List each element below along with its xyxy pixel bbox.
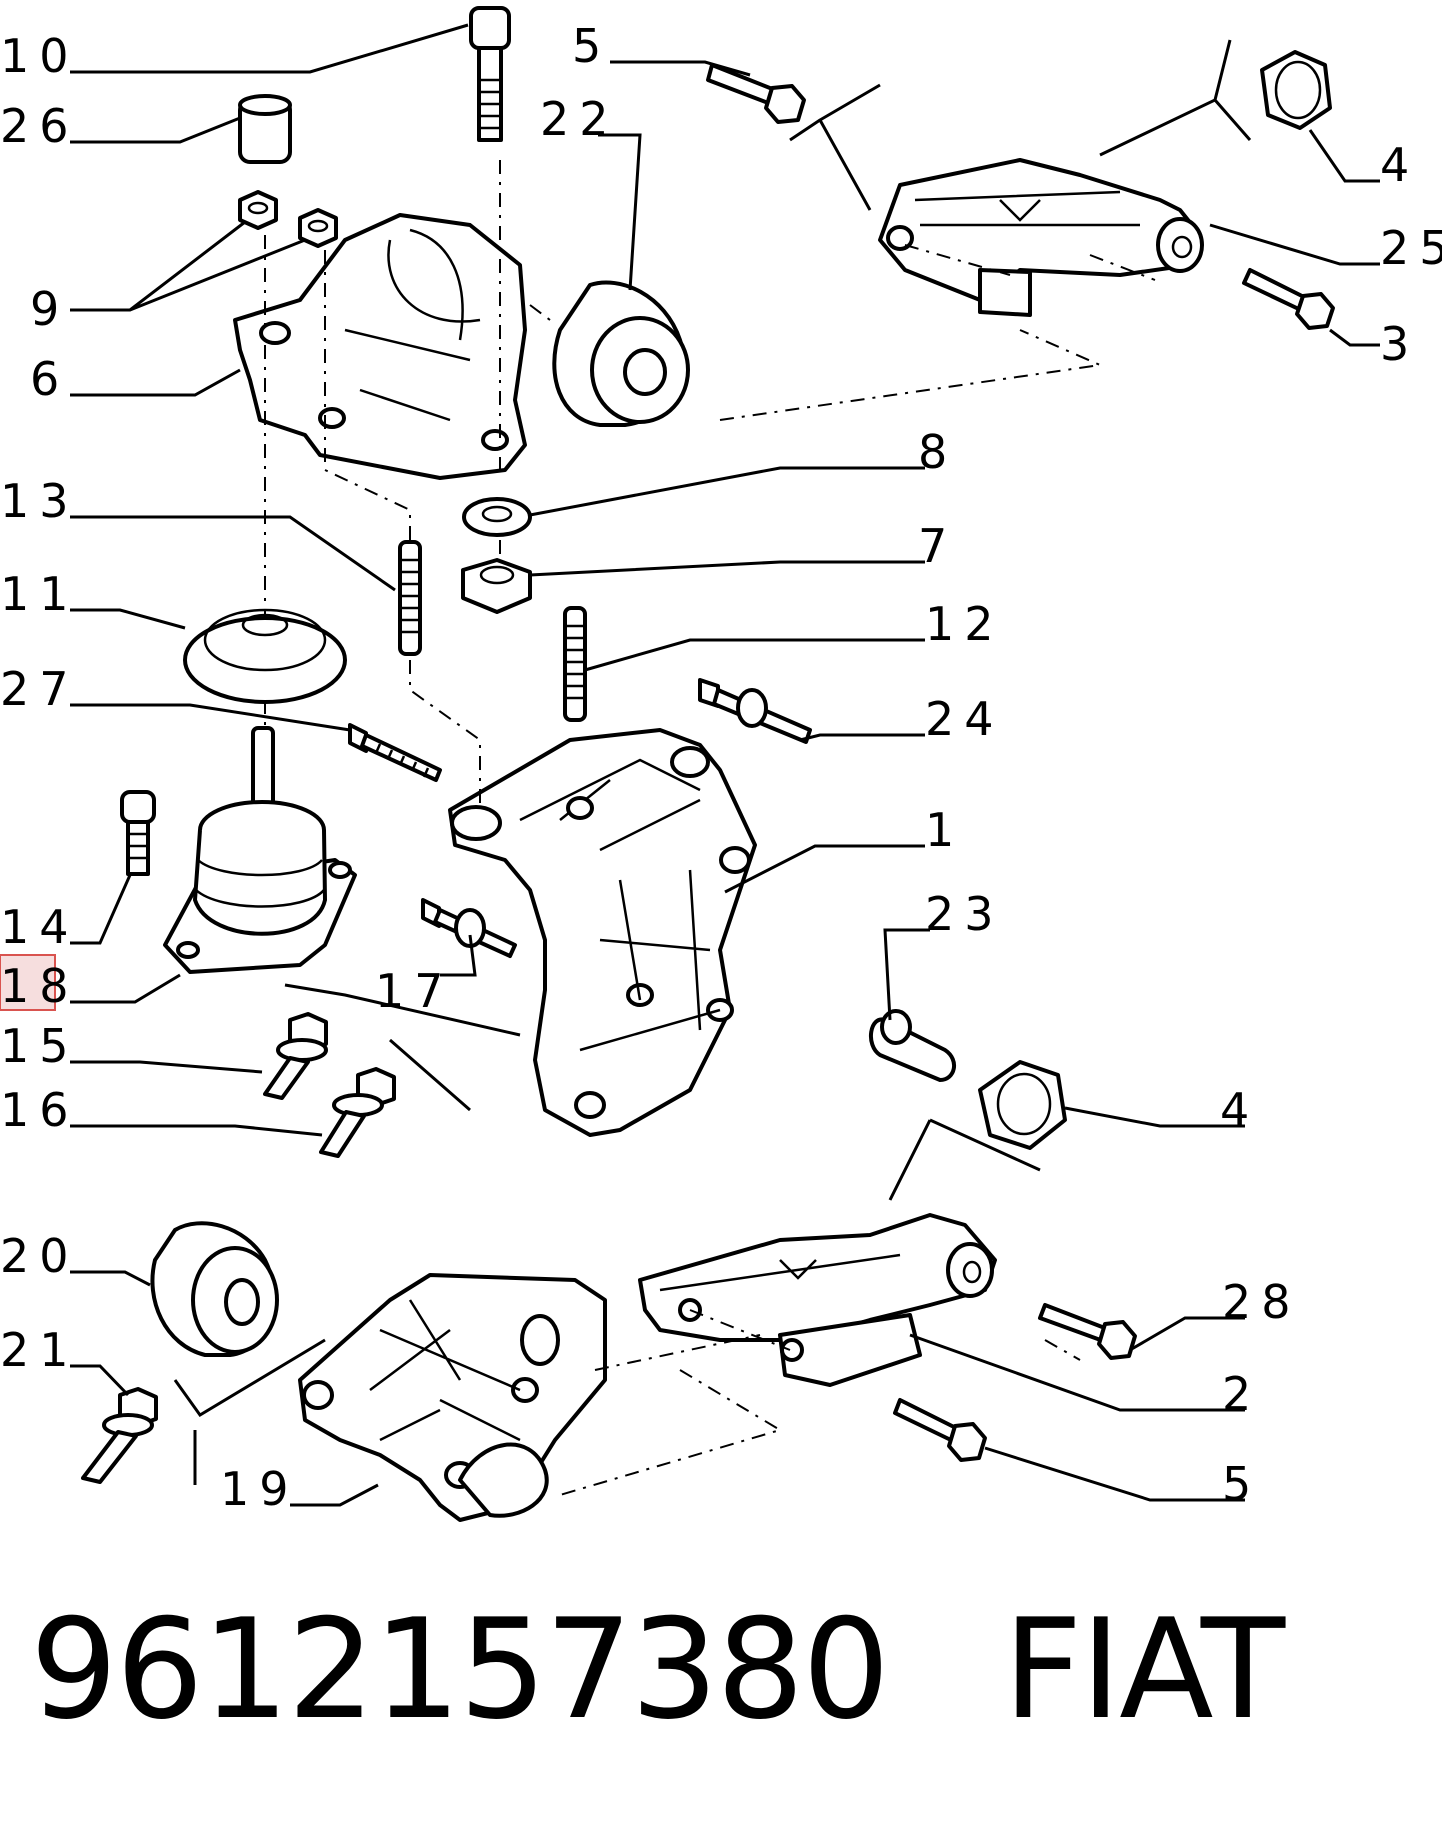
- bolt-27-shape: [348, 723, 442, 782]
- callout-1: 1: [925, 803, 964, 857]
- callout-20: 20: [0, 1229, 79, 1283]
- callout-26: 26: [0, 99, 79, 153]
- arm-25-shape: [878, 158, 1204, 317]
- callout-5-bottom: 5: [1222, 1457, 1261, 1511]
- stud-12-shape: [563, 606, 587, 722]
- callout-24: 24: [925, 692, 1004, 746]
- callout-7: 7: [918, 519, 957, 573]
- part-number: 9612157380: [30, 1589, 890, 1750]
- callout-6: 6: [30, 352, 69, 406]
- bolt-14-shape: [120, 790, 156, 876]
- bushing-22-shape: [552, 280, 690, 427]
- callout-10: 10: [0, 29, 79, 83]
- callout-highlight: [0, 954, 56, 1011]
- bushing-20-shape: [150, 1221, 279, 1357]
- callout-12: 12: [925, 597, 1004, 651]
- rubber-mount-18-shape: [163, 726, 357, 974]
- callout-19: 19: [220, 1462, 299, 1516]
- callout-labels: 10 26 9 6 13 11 27 14 18 15 16 20 21 19 …: [0, 19, 1442, 1516]
- brand-name: FIAT: [1003, 1589, 1285, 1750]
- callout-16: 16: [0, 1083, 79, 1137]
- callout-17: 17: [375, 964, 454, 1018]
- callout-11: 11: [0, 567, 79, 621]
- bracket-6-shape: [233, 213, 527, 480]
- bolt-5-bottom-shape: [893, 1398, 987, 1462]
- leader-lines: [70, 23, 1380, 1507]
- callout-8: 8: [918, 425, 957, 479]
- callout-2: 2: [1222, 1367, 1261, 1421]
- footer-caption: 9612157380 FIAT: [30, 1585, 1430, 1755]
- callout-22: 22: [540, 92, 619, 146]
- callout-18[interactable]: 18: [0, 959, 79, 1013]
- callout-5-top: 5: [572, 19, 611, 73]
- nuts-9-shape: [238, 190, 338, 248]
- bolt-17-shape: [421, 898, 517, 958]
- callout-4-top: 4: [1380, 138, 1419, 192]
- stud-13-shape: [398, 540, 422, 656]
- callout-27: 27: [0, 662, 79, 716]
- washer-8-shape: [462, 497, 532, 537]
- callout-13: 13: [0, 474, 79, 528]
- axis-dashed-lines: [264, 160, 1156, 1496]
- bolt-10-shape: [469, 6, 511, 142]
- callout-3: 3: [1380, 317, 1419, 371]
- bolt-15-shape: [263, 1012, 328, 1100]
- bolt-5-top-shape: [706, 63, 806, 124]
- dish-11-shape: [183, 608, 347, 704]
- callout-21: 21: [0, 1323, 79, 1377]
- nut-7-shape: [461, 558, 532, 614]
- bolt-28-shape: [1038, 1303, 1137, 1360]
- nut-4-top-shape: [1260, 50, 1332, 130]
- callout-15: 15: [0, 1019, 79, 1073]
- callout-25: 25: [1380, 221, 1442, 275]
- callout-4-lower: 4: [1220, 1083, 1259, 1137]
- spacer-23-shape: [868, 1009, 956, 1082]
- bolt-21-shape: [81, 1387, 158, 1484]
- bolt-16-shape: [319, 1067, 396, 1158]
- callout-9: 9: [30, 282, 69, 336]
- bolt-24-shape: [698, 678, 812, 744]
- bracket-19-shape: [298, 1273, 607, 1522]
- callout-14: 14: [0, 900, 79, 954]
- main-bracket-1-shape: [448, 728, 757, 1137]
- spacer-26-shape: [238, 94, 292, 164]
- callout-28: 28: [1222, 1275, 1301, 1329]
- lower-arm-2-shape: [638, 1213, 997, 1387]
- callout-23: 23: [925, 887, 1004, 941]
- bolt-3-shape: [1242, 268, 1335, 330]
- nut-4-lower-shape: [978, 1060, 1067, 1150]
